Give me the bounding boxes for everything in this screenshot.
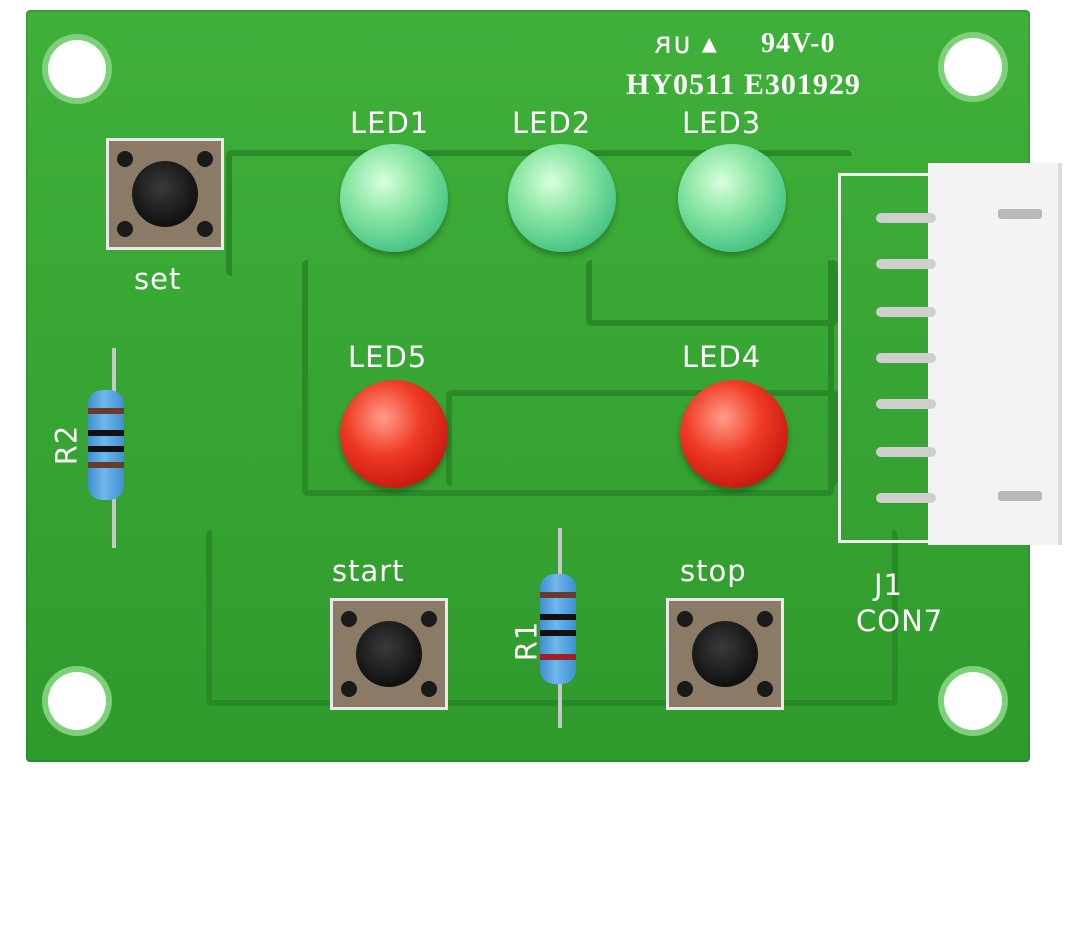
connector-pin — [876, 493, 936, 503]
led3 — [678, 144, 786, 252]
resistor-band — [540, 592, 576, 598]
connector-ref-label: J1 — [874, 568, 904, 602]
button-pin — [757, 611, 773, 627]
led2 — [508, 144, 616, 252]
set-button[interactable] — [106, 138, 224, 250]
button-cap — [356, 621, 422, 687]
connector-j1 — [838, 163, 1062, 545]
resistor-band — [540, 614, 576, 620]
start-button[interactable] — [330, 598, 448, 710]
stop-button-label: stop — [680, 554, 747, 588]
led3-label: LED3 — [682, 106, 762, 140]
button-pin — [757, 681, 773, 697]
button-pin — [421, 681, 437, 697]
mounting-hole — [944, 672, 1002, 730]
button-pin — [341, 611, 357, 627]
led4-label: LED4 — [682, 340, 762, 374]
mounting-hole — [944, 38, 1002, 96]
resistor-band — [540, 630, 576, 636]
trace — [206, 530, 898, 706]
trace — [586, 260, 838, 326]
r1-label: R1 — [509, 620, 544, 662]
resistor-r1 — [540, 574, 576, 684]
connector-pin — [876, 447, 936, 457]
stop-button[interactable] — [666, 598, 784, 710]
led1 — [340, 144, 448, 252]
button-pin — [197, 151, 213, 167]
led5 — [340, 380, 448, 488]
connector-pin — [876, 399, 936, 409]
resistor-band — [88, 430, 124, 436]
connector-outline — [838, 173, 946, 543]
led2-label: LED2 — [512, 106, 592, 140]
button-cap — [132, 161, 198, 227]
resistor-r2 — [88, 390, 124, 500]
led5-label: LED5 — [348, 340, 428, 374]
resistor-band — [88, 408, 124, 414]
connector-latch — [998, 491, 1042, 501]
resistor-band — [540, 654, 576, 660]
button-pin — [341, 681, 357, 697]
mounting-hole — [48, 672, 106, 730]
set-button-label: set — [134, 262, 182, 296]
button-pin — [421, 611, 437, 627]
mounting-hole — [48, 40, 106, 98]
button-pin — [197, 221, 213, 237]
board-part-number: HY0511 E301929 — [626, 68, 861, 101]
button-pin — [677, 611, 693, 627]
connector-latch — [998, 209, 1042, 219]
start-button-label: start — [332, 554, 405, 588]
led1-label: LED1 — [350, 106, 430, 140]
ul-mark-icon: ᴙᴜ ▴ — [654, 26, 718, 61]
pcb-board: ᴙᴜ ▴ 94V-0 HY0511 E301929 LED1 LED2 LED3… — [26, 10, 1030, 762]
button-pin — [677, 681, 693, 697]
connector-housing — [928, 163, 1062, 545]
connector-pin — [876, 307, 936, 317]
button-cap — [692, 621, 758, 687]
connector-pin — [876, 353, 936, 363]
button-pin — [117, 151, 133, 167]
trace — [302, 260, 834, 496]
flammability-rating: 94V-0 — [761, 28, 836, 59]
led4 — [680, 380, 788, 488]
connector-pin — [876, 259, 936, 269]
button-pin — [117, 221, 133, 237]
trace — [446, 390, 838, 486]
connector-pin — [876, 213, 936, 223]
resistor-band — [88, 462, 124, 468]
resistor-band — [88, 446, 124, 452]
connector-type-label: CON7 — [856, 604, 944, 638]
r2-label: R2 — [49, 424, 84, 466]
